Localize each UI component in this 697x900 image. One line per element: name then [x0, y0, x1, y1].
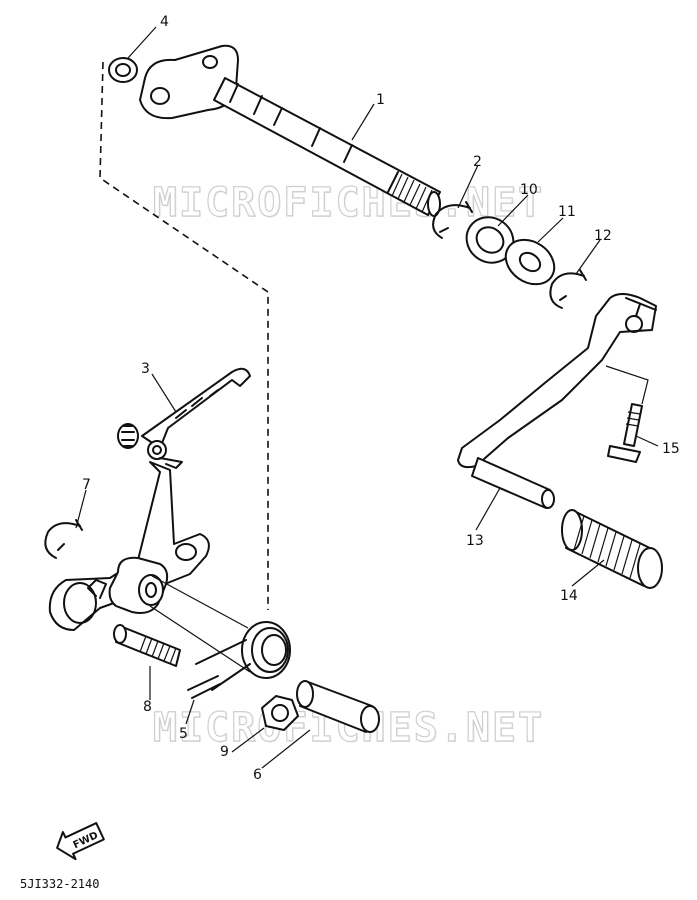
- callout-6: 6: [253, 767, 262, 783]
- callout-2: 2: [473, 154, 482, 170]
- assembly-dash-line: [99, 61, 269, 610]
- part-14-pedal-rubber[interactable]: [561, 509, 663, 589]
- callout-4: 4: [160, 14, 169, 30]
- callout-11: 11: [558, 204, 576, 220]
- part-12-circlip[interactable]: [549, 269, 587, 309]
- callout-7: 7: [82, 477, 91, 493]
- callout-15: 15: [662, 441, 680, 457]
- part-7-circlip[interactable]: [44, 519, 83, 559]
- callout-10: 10: [520, 182, 538, 198]
- callout-9: 9: [220, 744, 229, 760]
- callout-1: 1: [376, 92, 385, 108]
- leader-lines: [75, 26, 659, 769]
- fwd-arrow-icon: FWD: [56, 822, 105, 861]
- part-9-nut[interactable]: [261, 695, 299, 731]
- callout-labels: 4 1 2 10 11 12 3 7 15 13 14 8 5 9 6: [82, 14, 680, 783]
- callout-5: 5: [179, 726, 188, 742]
- return-spring[interactable]: [195, 621, 291, 691]
- part-2-circlip[interactable]: [432, 201, 473, 239]
- part-11-washer[interactable]: [497, 231, 563, 294]
- part-1-shift-shaft[interactable]: [139, 44, 441, 217]
- part-code: 5JI332-2140: [20, 877, 100, 891]
- arm-collar: [108, 556, 169, 614]
- collar-guide-lines: [149, 575, 251, 673]
- part-3-shift-arm[interactable]: [48, 367, 251, 631]
- part-6-sleeve[interactable]: [296, 680, 380, 733]
- callout-13: 13: [466, 533, 484, 549]
- part-5-pin[interactable]: [187, 675, 221, 699]
- part-8-stopper-bolt[interactable]: [113, 624, 181, 667]
- part-13-shift-pedal[interactable]: [457, 293, 657, 509]
- callout-3: 3: [141, 361, 150, 377]
- callout-8: 8: [143, 699, 152, 715]
- callout-12: 12: [594, 228, 612, 244]
- part-15-bolt[interactable]: [607, 403, 643, 463]
- part-4-bushing[interactable]: [108, 57, 138, 83]
- callout-14: 14: [560, 588, 578, 604]
